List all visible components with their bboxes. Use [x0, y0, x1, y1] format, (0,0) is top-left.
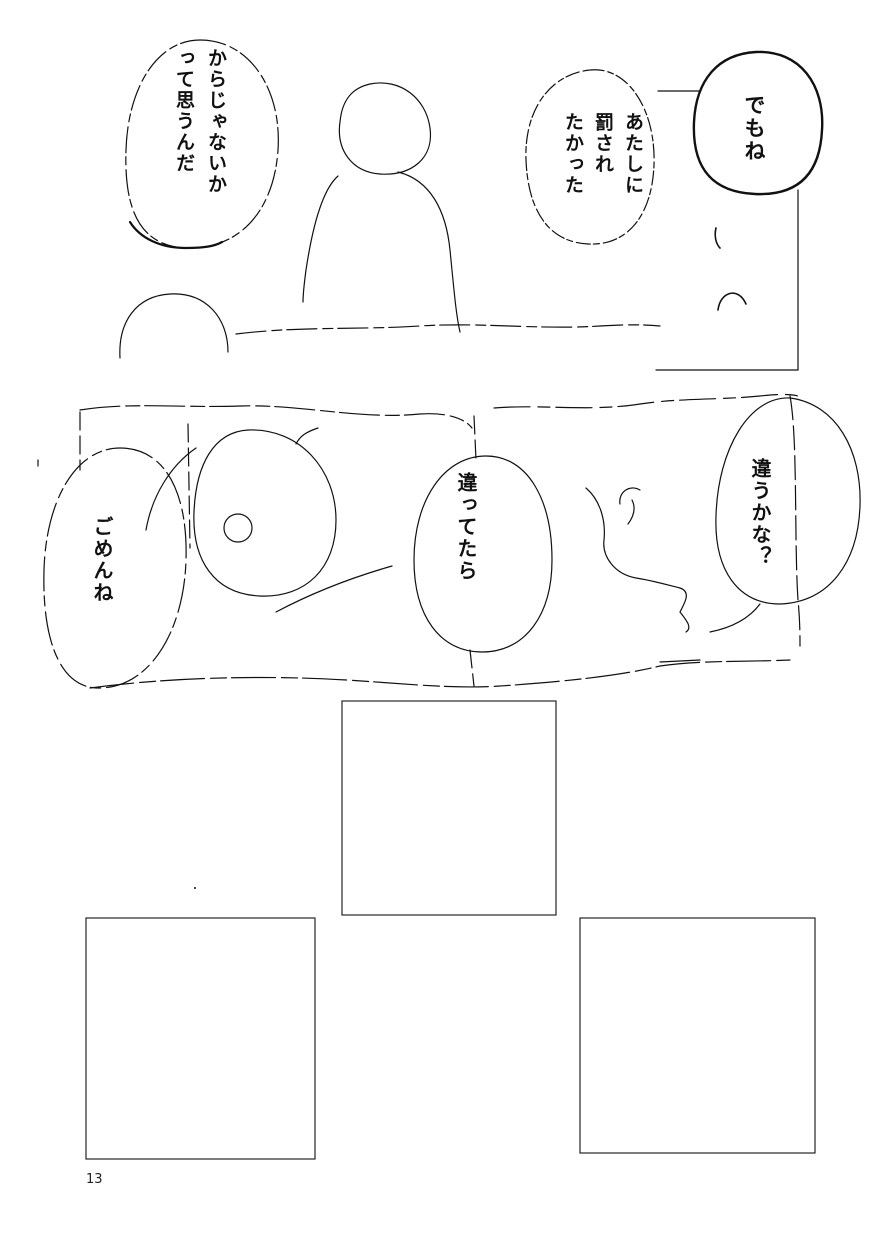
- panel-border: [493, 393, 799, 409]
- panel-border: [655, 189, 799, 371]
- sketch-mark: [717, 292, 747, 311]
- speech-line: って思うんだ: [173, 48, 195, 174]
- sketch-line: [709, 603, 761, 633]
- panel-border: [79, 405, 473, 429]
- speech-text-demo-ne: でもね: [738, 94, 770, 163]
- speech-text-atashi-ni: あたしに 罰され たかった: [558, 112, 648, 196]
- panel-border: [187, 423, 191, 549]
- speech-line: 罰され: [592, 112, 614, 175]
- speech-line: あたしに: [622, 112, 644, 196]
- speech-text-karajanai: からじゃないか って思うんだ: [168, 48, 232, 195]
- panel-border: [89, 659, 791, 689]
- panel-bottom: [85, 700, 816, 1160]
- empty-panel: [341, 700, 557, 916]
- speech-bubble: [413, 455, 553, 653]
- stray-dot: [194, 887, 196, 889]
- panel-border: [473, 415, 477, 461]
- panel-top: [119, 39, 824, 371]
- speech-bubble: [692, 50, 824, 196]
- sketch-face: [193, 429, 337, 597]
- sketch-eye: [223, 513, 253, 543]
- speech-line: 違ってたら: [454, 472, 478, 582]
- speech-line: からじゃないか: [205, 48, 227, 195]
- sketch-figure-body: [302, 175, 339, 303]
- sketch-profile: [585, 487, 690, 633]
- empty-panel: [579, 917, 816, 1154]
- speech-line: たかった: [562, 112, 584, 196]
- speech-line: でもね: [742, 94, 766, 163]
- speech-line: ごめんね: [90, 516, 114, 604]
- ground-line: [235, 324, 661, 335]
- panel-border: [789, 395, 801, 647]
- sketch-arm: [275, 565, 393, 613]
- sketch-figure-body: [397, 171, 461, 333]
- sketch-mark: [659, 659, 701, 663]
- sketch-hair: [295, 427, 319, 445]
- sketch-figure-head: [119, 293, 229, 359]
- sketch-figure-head: [338, 82, 432, 175]
- speech-bubble: [43, 447, 187, 689]
- speech-text-chigau-kana: 違うかな？: [744, 458, 776, 568]
- sketch-arm: [145, 447, 197, 531]
- speech-bubble: [715, 397, 861, 605]
- empty-panel: [85, 917, 316, 1160]
- speech-bubble-emphasis: [128, 220, 224, 250]
- panel-border: [469, 649, 475, 687]
- page-number: 13: [86, 1172, 103, 1187]
- speech-text-chigattetara: 違ってたら: [450, 472, 482, 582]
- speech-bubble: [525, 69, 655, 245]
- speech-line: 違うかな？: [748, 458, 772, 568]
- panel-middle: [37, 393, 861, 689]
- sketch-eye: [619, 487, 641, 525]
- sketch-mark: [714, 227, 721, 249]
- speech-text-gomen-ne: ごめんね: [86, 516, 118, 604]
